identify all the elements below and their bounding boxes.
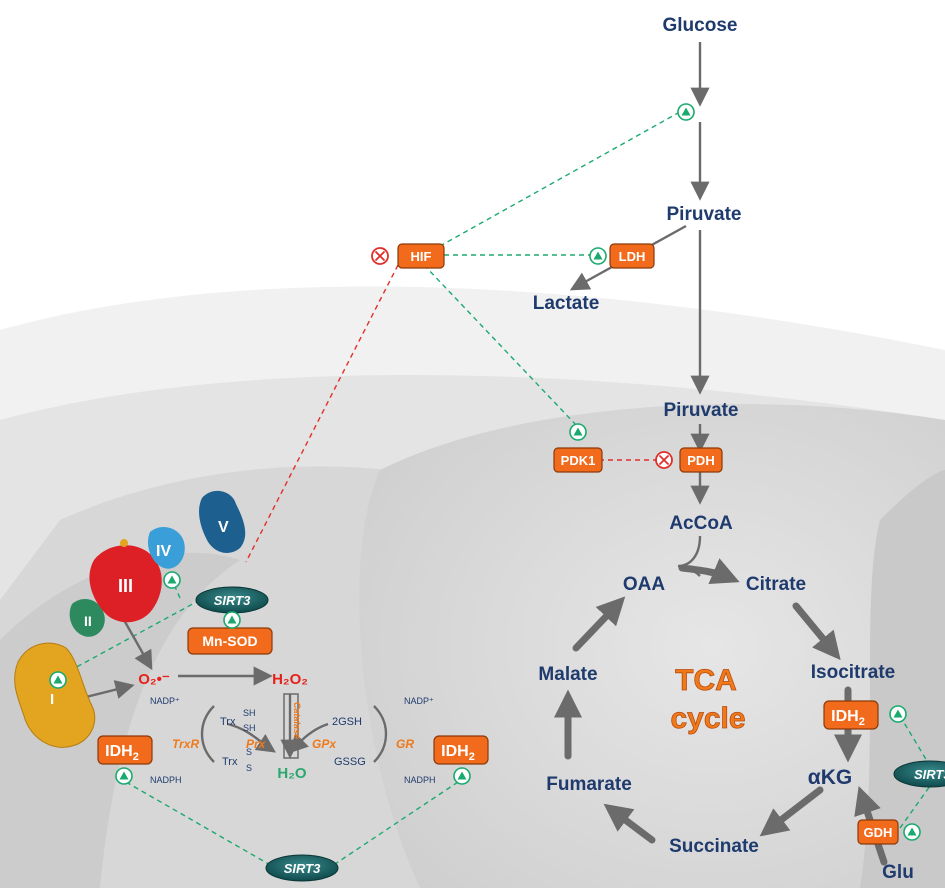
pdh-box	[679, 447, 723, 473]
trx-s-bottom: S	[246, 763, 252, 773]
gssg-label: GSSG	[334, 756, 366, 768]
akg-label: αKG	[808, 766, 852, 789]
ldh-box	[609, 243, 655, 269]
pdh-label: PDH	[687, 453, 714, 468]
complex-iv-shape	[147, 527, 185, 569]
oaa-label: OAA	[623, 574, 666, 595]
catalase-bar	[283, 693, 299, 759]
glu-label: Glu	[882, 862, 914, 883]
nadph-right-label: NADPH	[404, 775, 436, 785]
lactate-label: Lactate	[533, 293, 600, 314]
tca-title-line1: TCA	[675, 664, 737, 697]
tca-title-line2: cycle	[670, 702, 745, 735]
triangle-in-circle-icon	[115, 767, 133, 785]
twogsh-label: 2GSH	[332, 716, 362, 728]
idh2-left-label: IDH2	[105, 743, 139, 763]
complex-v-shape	[199, 490, 246, 553]
trx-s-top: S	[246, 747, 252, 757]
trx-sh-bottom: SH	[243, 723, 256, 733]
triangle-in-circle-icon	[223, 611, 241, 629]
fumarate-label: Fumarate	[546, 774, 632, 795]
nadp-left-label: NADP⁺	[150, 696, 180, 706]
h2o2-label: H₂O₂	[272, 671, 308, 688]
nadph-left-label: NADPH	[150, 775, 182, 785]
catalase-label: Catalase	[292, 702, 302, 739]
gpx-label: GPx	[312, 737, 337, 751]
complex-iii-shape	[89, 545, 162, 623]
activation-icons	[49, 103, 921, 841]
glucose-label: Glucose	[663, 15, 738, 36]
pyruvate-cytosol-label: Piruvate	[667, 204, 742, 225]
trxr-label: TrxR	[172, 737, 199, 751]
triangle-in-circle-icon	[677, 103, 695, 121]
triangle-in-circle-icon	[903, 823, 921, 841]
complex-i-label: I	[50, 691, 54, 708]
complex-ii-label: II	[84, 613, 92, 629]
prx-label: Prx	[246, 737, 267, 751]
complex-ii-shape	[69, 599, 105, 637]
gdh-label: GDH	[864, 825, 893, 840]
idh2-tca-box	[823, 700, 879, 730]
sirt3-right-oval	[893, 760, 945, 788]
tca-cycle-arrows	[554, 558, 888, 866]
pdk1-label: PDK1	[561, 453, 596, 468]
inhibition-icons	[371, 247, 673, 469]
gdh-box	[857, 819, 899, 845]
complex-v-label: V	[218, 519, 229, 536]
idh2-right-label: IDH2	[441, 743, 475, 763]
trx-sh-top: SH	[243, 708, 256, 718]
sirt3-bottom-label: SIRT3	[284, 861, 321, 876]
x-in-circle-icon	[371, 247, 389, 265]
superoxide-label: O₂•⁻	[138, 671, 170, 688]
x-in-circle-icon	[655, 451, 673, 469]
triangle-in-circle-icon	[49, 671, 67, 689]
enzyme-boxes	[97, 243, 899, 845]
accoa-label: AcCoA	[669, 513, 733, 534]
sirt3-upper-label: SIRT3	[214, 593, 251, 608]
sirt3-bottom-oval	[265, 854, 339, 882]
triangle-in-circle-icon	[589, 247, 607, 265]
ldh-label: LDH	[619, 249, 646, 264]
idh2-tca-label: IDH2	[831, 708, 865, 728]
trx-sh-label: Trx	[220, 716, 236, 728]
pyruvate-mito-label: Piruvate	[664, 400, 739, 421]
citrate-label: Citrate	[746, 574, 806, 595]
electron-transport-chain	[14, 490, 246, 748]
complex-i-shape	[14, 642, 96, 748]
gr-label: GR	[396, 737, 414, 751]
succinate-label: Succinate	[669, 836, 759, 857]
isocitrate-label: Isocitrate	[811, 662, 895, 683]
triangle-in-circle-icon	[163, 571, 181, 589]
h2o-label: H₂O	[277, 765, 306, 782]
triangle-in-circle-icon	[889, 705, 907, 723]
complex-iii-label: III	[118, 576, 133, 596]
triangle-in-circle-icon	[569, 423, 587, 441]
pdk1-box	[553, 447, 603, 473]
nadp-right-label: NADP⁺	[404, 696, 434, 706]
malate-label: Malate	[538, 664, 597, 685]
triangle-in-circle-icon	[453, 767, 471, 785]
idh2-left-box	[97, 735, 153, 765]
sirt3-right-label: SIRT3	[914, 767, 945, 782]
mn-sod-label: Mn-SOD	[202, 633, 257, 649]
hif-box	[397, 243, 445, 269]
idh2-right-box	[433, 735, 489, 765]
hif-label: HIF	[411, 249, 432, 264]
complex-iv-label: IV	[156, 543, 171, 560]
trx-ss-label: Trx	[222, 756, 238, 768]
